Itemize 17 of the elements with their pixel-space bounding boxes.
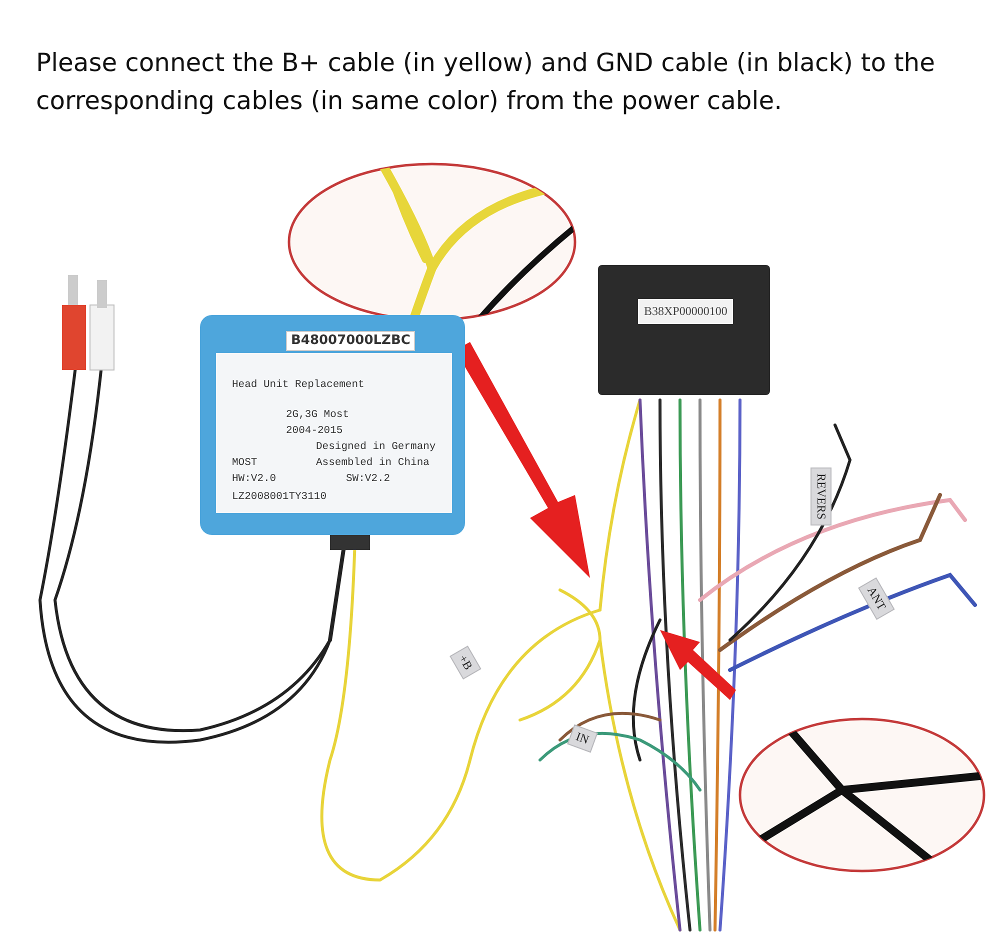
wire-tag: +B — [450, 646, 482, 680]
control-module — [200, 315, 465, 535]
label-text: 2004-2015 — [286, 425, 343, 438]
label-text: Assembled in China — [316, 457, 430, 470]
label-text: Designed in Germany — [316, 441, 436, 454]
label-text: SW:V2.2 — [346, 473, 390, 486]
wire-tag: IN — [567, 724, 598, 753]
label-text: MOST — [232, 457, 258, 470]
part-number: B48007000LZBC — [286, 331, 416, 351]
label-text: HW:V2.0 — [232, 473, 276, 486]
wire-tag: REVERS — [810, 468, 832, 526]
part-number: B38XP00000100 — [638, 299, 734, 324]
serial-number: LZ2008001TY3110 — [232, 491, 327, 504]
label-text: Head Unit Replacement — [232, 379, 364, 392]
instruction-text: Please connect the B+ cable (in yellow) and GND cable (in black) to the corresponding cables (in same color) from the power cable. — [36, 47, 936, 117]
harness-connector — [598, 265, 770, 395]
label-text: 2G,3G Most — [286, 409, 350, 422]
